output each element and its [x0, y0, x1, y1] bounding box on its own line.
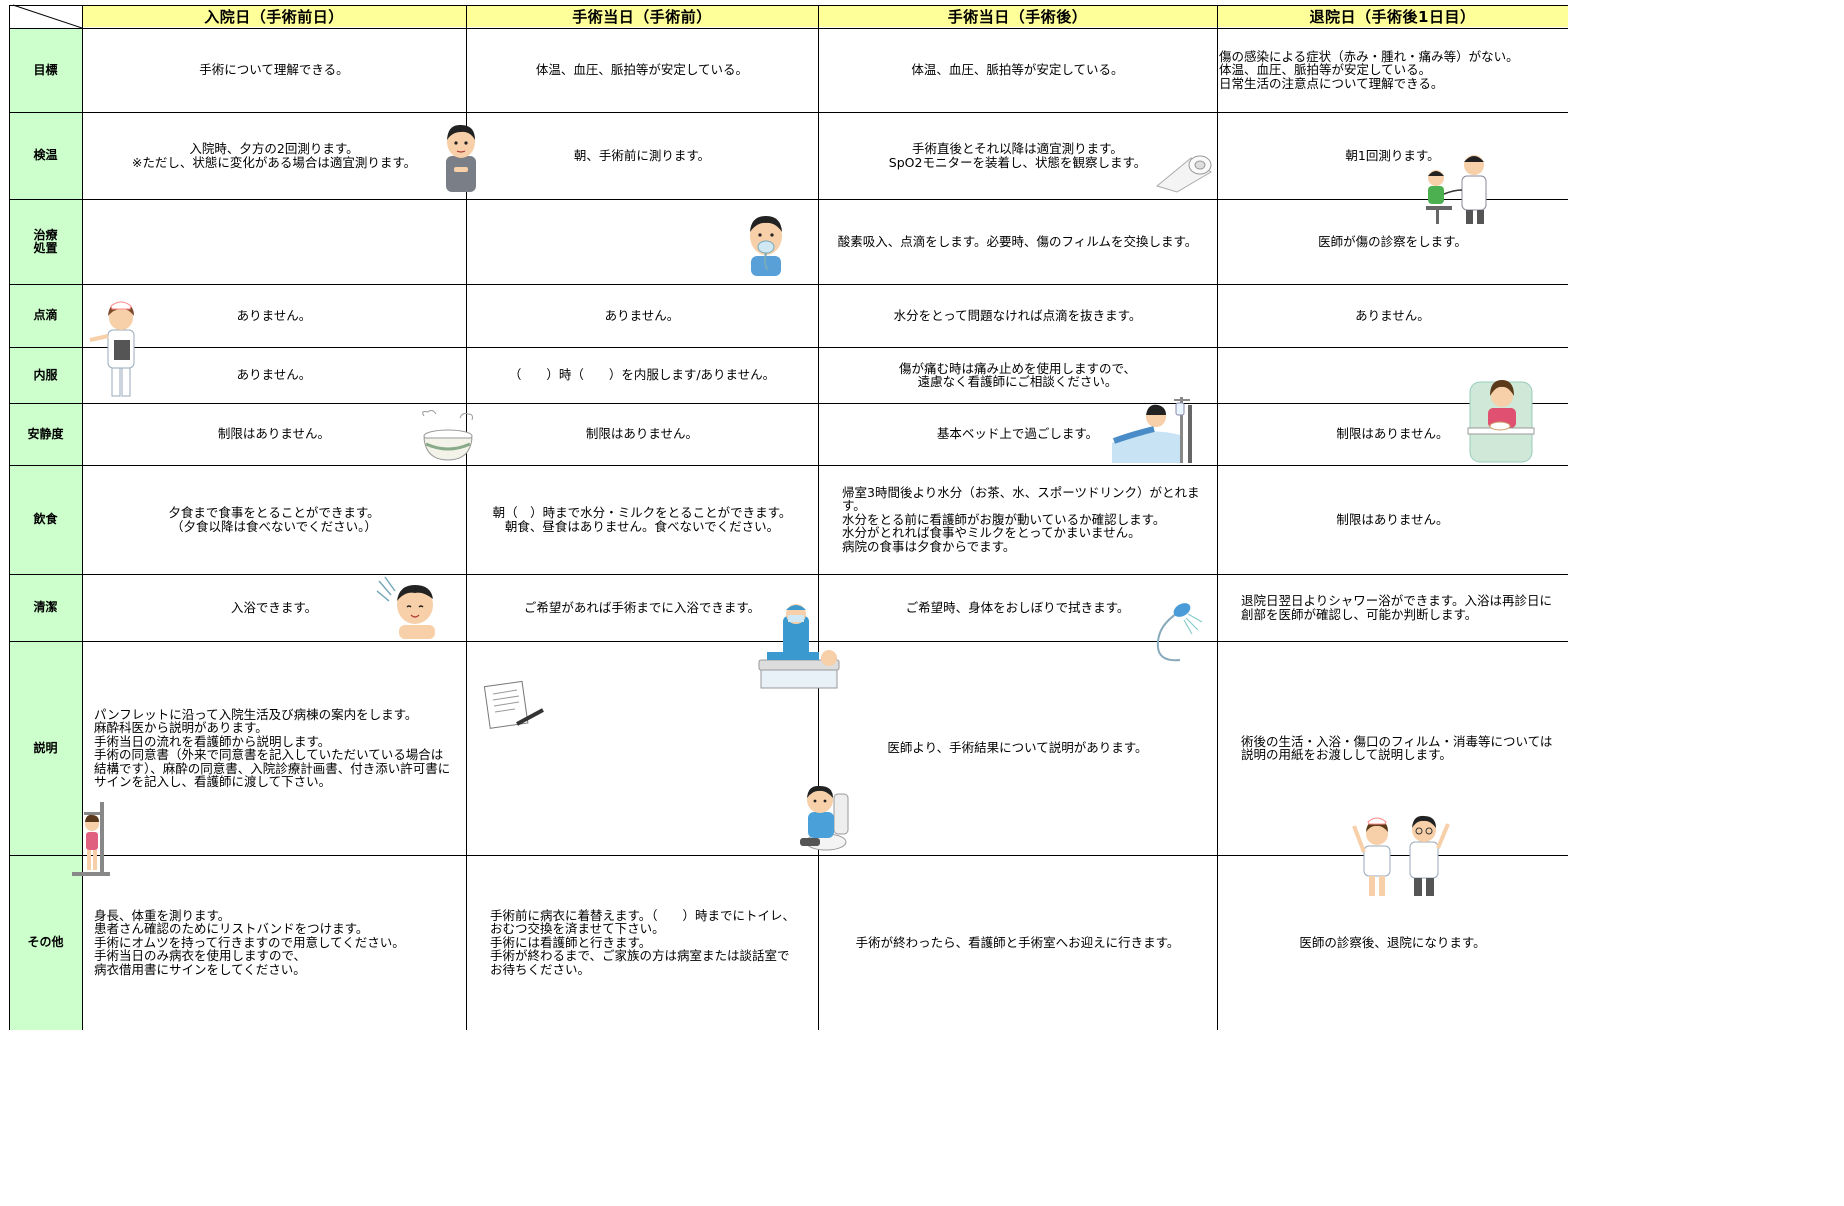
grid-line-row — [9, 112, 1568, 113]
row-label: 安静度 — [9, 403, 82, 465]
grid-line-top — [9, 5, 1568, 6]
table-cell: 酸素吸入、点滴をします。必要時、傷のフィルムを交換します。 — [837, 233, 1198, 249]
grid-line-row — [9, 347, 1568, 348]
table-cell: 傷が痛む時は痛み止めを使用しますので、 遠慮なく看護師にご相談ください。 — [898, 360, 1136, 389]
table-cell: 医師の診察後、退院になります。 — [1299, 934, 1486, 950]
boy-thermometer-illustration — [446, 124, 476, 192]
table-cell: ありません。 — [236, 367, 312, 383]
table-cell: 術後の生活・入浴・傷口のフィルム・消毒等については 説明の用紙をお渡しして説明し… — [1241, 733, 1553, 762]
row-label: 内服 — [9, 347, 82, 403]
child-hospital-bed-illustration — [1112, 397, 1192, 463]
table-cell: ご希望があれば手術までに入浴できます。 — [523, 599, 761, 615]
boy-oxygen-mask-illustration — [750, 216, 782, 276]
table-cell: 体温、血圧、脈拍等が安定している。 — [911, 62, 1124, 78]
row-label: 飲食 — [9, 465, 82, 574]
column-header-3: 手術当日（手術後） — [818, 5, 1217, 27]
row-label: 点滴 — [9, 284, 82, 347]
rice-bowl-illustration — [422, 410, 473, 461]
grid-line-left — [9, 5, 10, 1030]
table-cell: 身長、体重を測ります。 患者さん確認のためにリストバンドをつけます。 手術にオム… — [94, 907, 405, 977]
table-cell: パンフレットに沿って入院生活及び病棟の案内をします。 麻酔科医から説明があります… — [94, 706, 451, 789]
grid-line-row — [9, 284, 1568, 285]
table-cell — [82, 199, 466, 284]
table-cell: 制限はありません。 — [217, 426, 331, 442]
grid-line-col — [82, 5, 83, 1030]
table-cell: 医師より、手術結果について説明があります。 — [887, 740, 1148, 756]
table-cell: 入浴できます。 — [230, 599, 318, 615]
table-cell: 帰室3時間後より水分（お茶、水、スポーツドリンク）がとれます。 水分をとる前に看… — [842, 484, 1200, 554]
consent-form-pen-illustration — [483, 680, 544, 729]
table-cell: 手術が終わったら、看護師と手術室へお迎えに行きます。 — [855, 934, 1180, 950]
grid-line-row — [9, 28, 1568, 29]
table-cell: 基本ベッド上で過ごします。 — [936, 426, 1099, 442]
table-cell: （ ）時（ ）を内服します/ありません。 — [508, 367, 776, 383]
row-label: 目標 — [9, 28, 82, 112]
row-label: 検温 — [9, 112, 82, 199]
column-header-2: 手術当日（手術前） — [466, 5, 818, 27]
table-cell: 退院日翌日よりシャワー浴ができます。入浴は再診日に 創部を医師が確認し、可能か判… — [1241, 593, 1553, 622]
bandage-roll-illustration — [1155, 155, 1212, 193]
table-cell: 傷の感染による症状（赤み・腫れ・痛み等）がない。 体温、血圧、脈拍等が安定してい… — [1219, 48, 1519, 91]
table-cell: ご希望時、身体をおしぼりで拭きます。 — [905, 599, 1130, 615]
table-cell: 制限はありません。 — [585, 426, 699, 442]
grid-line-col — [466, 5, 467, 1030]
table-cell: ありません。 — [604, 307, 680, 323]
table-cell: 手術直後とそれ以降は適宜測ります。 SpO2モニターを装着し、状態を観察します。 — [888, 141, 1147, 170]
row-label: 治療 処置 — [9, 199, 82, 284]
doctor-examining-child-illustration — [1426, 155, 1487, 224]
grid-line-row — [9, 855, 1568, 856]
table-cell: 朝1回測ります。 — [1345, 147, 1440, 163]
table-cell: ありません。 — [1355, 307, 1430, 323]
table-cell: 制限はありません。 — [1336, 426, 1449, 442]
table-cell: 水分をとって問題なければ点滴を抜きます。 — [893, 307, 1142, 323]
grid-line-row — [9, 403, 1568, 404]
child-height-scale-illustration — [72, 802, 110, 876]
grid-line-col — [818, 5, 819, 1030]
nurse-clipboard-illustration — [89, 301, 135, 397]
corner-diagonal-cell — [12, 4, 82, 28]
table-cell: 体温、血圧、脈拍等が安定している。 — [535, 62, 749, 78]
table-cell: 朝、手術前に測ります。 — [573, 147, 711, 163]
girl-eating-in-bed-illustration — [1467, 380, 1535, 463]
grid-line-row — [9, 574, 1568, 575]
boy-on-toilet-illustration — [800, 785, 849, 851]
table-cell: 夕食まで食事をとることができます。 （夕食以降は食べないでください。） — [168, 505, 380, 534]
shower-head-illustration — [1156, 603, 1203, 662]
column-header-1: 入院日（手術前日） — [82, 5, 466, 27]
nurse-and-doctor-illustration — [1352, 815, 1450, 896]
row-label: 清潔 — [9, 574, 82, 641]
grid-line-col — [1217, 5, 1218, 1030]
grid-line-row — [9, 465, 1568, 466]
table-cell: 手術について理解できる。 — [199, 62, 349, 78]
table-cell: 朝（ ）時まで水分・ミルクをとることができます。 朝食、昼食はありません。食べな… — [492, 505, 792, 534]
table-cell: 制限はありません。 — [1336, 511, 1449, 527]
row-label: その他 — [9, 855, 82, 1030]
table-cell: 手術前に病衣に着替えます。（ ）時までにトイレ、 おむつ交換を済ませて下さい。 … — [490, 907, 796, 977]
boy-shampoo-illustration — [376, 576, 435, 639]
table-cell: ありません。 — [236, 307, 312, 323]
table-cell: 入院時、夕方の2回測ります。 ※ただし、状態に変化がある場合は適宜測ります。 — [131, 141, 417, 170]
grid-line-row — [9, 199, 1568, 200]
table-cell: 医師が傷の診察をします。 — [1318, 233, 1467, 249]
clinical-pathway-table: 入院日（手術前日）手術当日（手術前）手術当日（手術後）退院日（手術後1日目） 目標… — [9, 4, 1568, 1030]
surgeons-operating-illustration — [758, 604, 840, 689]
column-header-4: 退院日（手術後1日目） — [1217, 5, 1568, 27]
row-label: 説明 — [9, 641, 82, 855]
